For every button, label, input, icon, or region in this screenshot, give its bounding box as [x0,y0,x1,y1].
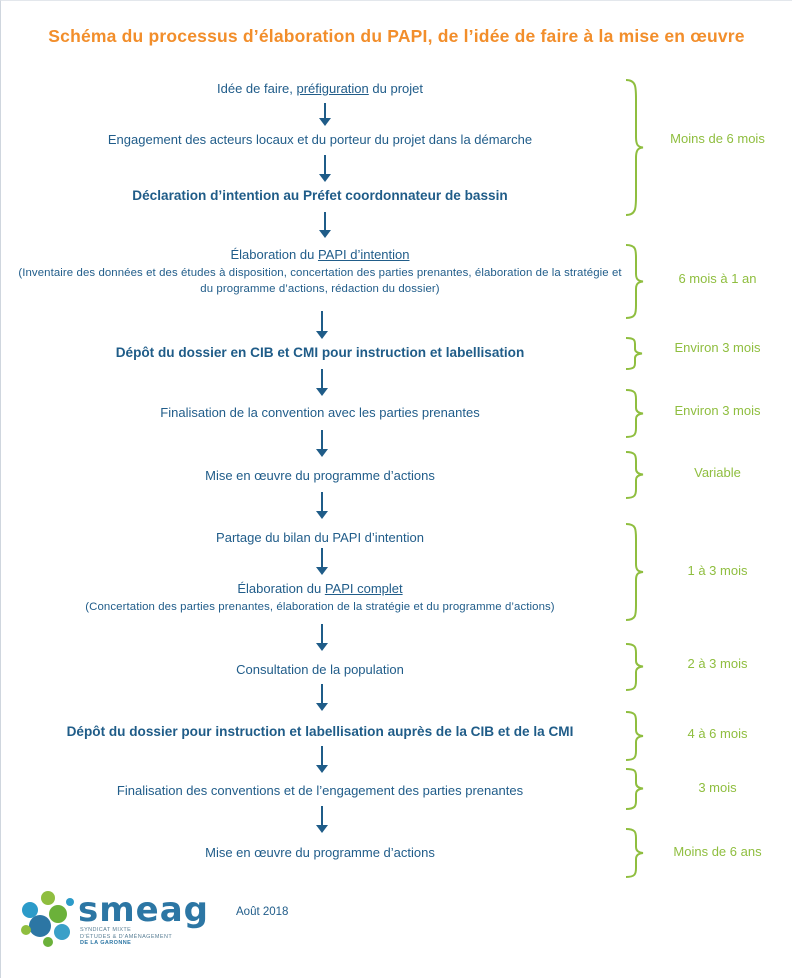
step-idee-post: du projet [368,81,423,96]
arrow-down-icon [316,369,328,396]
arrow-down-icon [316,548,328,575]
brace-icon [624,451,644,499]
step-depot-cib: Dépôt du dossier en CIB et CMI pour inst… [115,345,525,360]
arrow-down-icon [316,492,328,519]
duration-label: Variable [694,465,741,480]
smeag-logo-wordmark: smeag [78,890,210,930]
step-consultation: Consultation de la population [236,662,404,677]
duration-label: 3 mois [698,780,737,795]
duration-label: Environ 3 mois [674,340,761,355]
smeag-logo-icon [21,891,74,947]
step-depot-labellisation: Dépôt du dossier pour instruction et lab… [66,724,574,739]
step-papi-complet-link[interactable]: PAPI complet [324,581,403,596]
duration-label: 4 à 6 mois [687,726,748,741]
smeag-logo [18,888,188,948]
document-date: Août 2018 [236,906,289,918]
step-engagement: Engagement des acteurs locaux et du port… [107,132,533,147]
step-finalisation-conventions: Finalisation des conventions et de l’eng… [116,783,524,798]
arrow-down-icon [316,430,328,457]
step-declaration: Déclaration d’intention au Préfet coordo… [132,188,508,203]
arrow-down-icon [319,103,331,126]
step-papi-complet-detail: (Concertation des parties prenantes, éla… [85,601,555,613]
step-mise-en-oeuvre-2: Mise en œuvre du programme d’actions [205,845,435,860]
page-title: Schéma du processus d’élaboration du PAP… [48,26,745,46]
arrow-down-icon [316,311,328,339]
arrow-down-icon [316,806,328,833]
brace-icon [624,389,644,438]
brace-icon [624,244,644,319]
duration-label: Moins de 6 ans [673,844,762,859]
arrow-down-icon [316,624,328,651]
arrow-down-icon [319,155,331,182]
step-partage-bilan: Partage du bilan du PAPI d’intention [216,530,424,545]
step-papi-intention-detail: (Inventaire des données et des études à … [18,267,622,295]
step-mise-en-oeuvre-1: Mise en œuvre du programme d’actions [205,468,435,483]
brace-icon [624,711,644,761]
brace-icon [624,523,644,621]
duration-label: 6 mois à 1 an [678,271,757,286]
brace-icon [624,79,644,216]
step-idee: Idée de faire, préfiguration du projet [0,80,640,97]
duration-label: 2 à 3 mois [687,656,748,671]
arrow-down-icon [319,212,331,238]
step-papi-intention-pre: Élaboration du [230,247,318,262]
duration-label: Moins de 6 mois [670,131,765,146]
duration-label: 1 à 3 mois [687,563,748,578]
arrow-down-icon [316,684,328,711]
brace-icon [624,643,644,691]
step-finalisation-convention: Finalisation de la convention avec les p… [160,405,480,420]
arrow-down-icon [316,746,328,773]
brace-icon [624,828,644,878]
step-papi-intention: Élaboration du PAPI d’intention (Inventa… [0,246,640,297]
step-idee-link[interactable]: préfiguration [296,81,369,96]
brace-icon [624,337,644,370]
duration-label: Environ 3 mois [674,403,761,418]
step-papi-complet-pre: Élaboration du [237,581,325,596]
step-papi-complet: Élaboration du PAPI complet (Concertatio… [0,580,640,615]
brace-icon [624,768,644,810]
step-papi-intention-link[interactable]: PAPI d’intention [317,247,410,262]
step-idee-pre: Idée de faire, [217,81,297,96]
smeag-logo-tagline: SYNDICAT MIXTE D’ÉTUDES & D’AMÉNAGEMENT … [80,927,173,946]
